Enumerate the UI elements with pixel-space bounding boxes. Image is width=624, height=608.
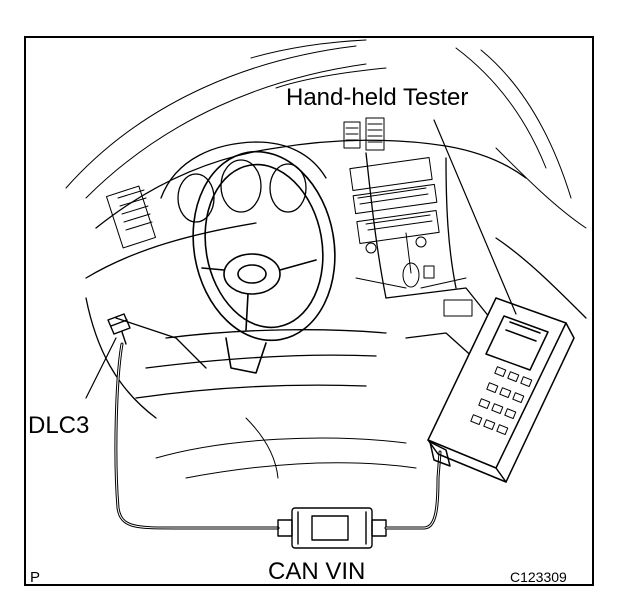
car-interior-illustration bbox=[65, 39, 587, 549]
can-vin-module bbox=[277, 507, 387, 549]
windshield-lines bbox=[65, 39, 587, 229]
tester-leader-line bbox=[433, 119, 517, 315]
dlc3-connector bbox=[107, 313, 131, 345]
hand-held-tester-label: Hand-held Tester bbox=[286, 84, 469, 111]
cable-canvin-to-tester-inner bbox=[385, 451, 441, 529]
cable-dlc3-to-canvin-inner bbox=[115, 343, 279, 529]
instrument-cluster bbox=[160, 141, 327, 223]
steering-wheel bbox=[192, 150, 336, 374]
dashboard bbox=[85, 139, 587, 419]
floor-lines bbox=[155, 417, 417, 479]
cable-canvin-to-tester bbox=[384, 450, 442, 530]
hand-held-tester-device bbox=[427, 297, 575, 483]
cable-dlc3-to-canvin bbox=[114, 342, 280, 530]
air-vents bbox=[105, 117, 385, 249]
dlc3-label: DLC3 bbox=[28, 412, 90, 439]
center-console bbox=[349, 157, 473, 317]
figure-frame: Hand-held Tester DLC3 CAN VIN P C123309 bbox=[24, 36, 594, 586]
figure-code: C123309 bbox=[510, 569, 567, 585]
dlc3-leader-line bbox=[85, 337, 117, 399]
can-vin-label: CAN VIN bbox=[268, 558, 366, 585]
corner-mark: P bbox=[30, 569, 41, 586]
